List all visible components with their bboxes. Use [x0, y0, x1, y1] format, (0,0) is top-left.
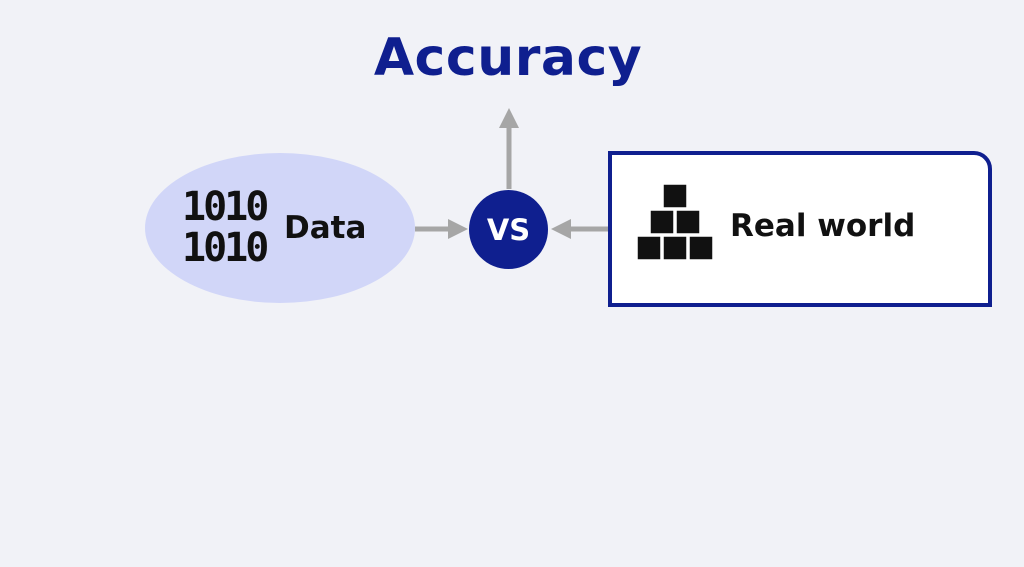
- box-bottom-right: [688, 235, 714, 261]
- data-node: [145, 153, 415, 303]
- box-bottom-center: [662, 235, 688, 261]
- binary-line: 1010: [182, 225, 269, 271]
- box-middle-left: [649, 209, 675, 235]
- data-label: Data: [284, 210, 367, 246]
- diagram-title: Accuracy: [373, 28, 643, 88]
- real-world-label: Real world: [730, 208, 916, 244]
- box-middle-right: [675, 209, 701, 235]
- binary-icon: 1010 1010: [182, 184, 269, 271]
- vs-label: VS: [486, 212, 531, 247]
- box-top: [662, 183, 688, 209]
- box-bottom-left: [636, 235, 662, 261]
- binary-line: 1010: [182, 184, 269, 230]
- vs-node: VS: [469, 190, 548, 269]
